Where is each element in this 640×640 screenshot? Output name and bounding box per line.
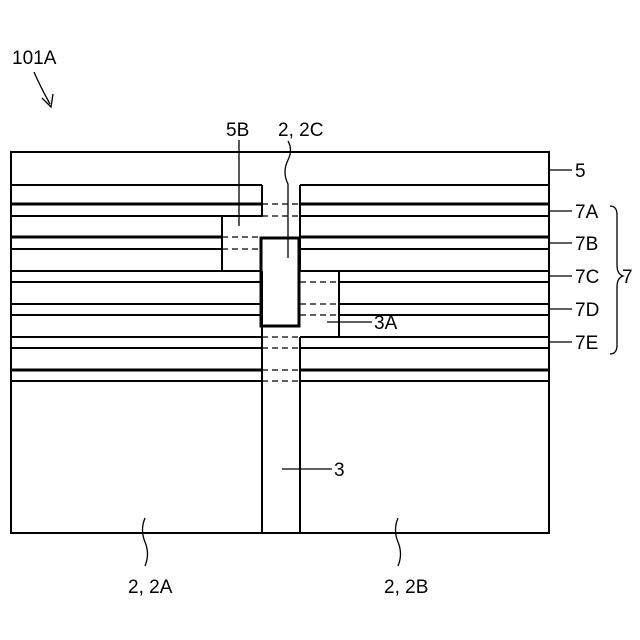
label-7: 7 (622, 267, 633, 288)
label-7d: 7D (575, 300, 599, 321)
label-3: 3 (334, 460, 345, 481)
label-2-2a: 2, 2A (128, 577, 173, 598)
substrate-outline (11, 152, 549, 533)
figure-ref-arrow (34, 72, 50, 104)
label-7c: 7C (575, 267, 599, 288)
label-2-2b: 2, 2B (384, 577, 428, 598)
leader-2-2c (285, 141, 291, 258)
protrusion-5b (222, 185, 262, 271)
label-7a: 7A (575, 202, 599, 223)
label-5: 5 (575, 161, 586, 182)
stripe-lines-left (11, 204, 262, 381)
label-5b: 5B (226, 120, 249, 141)
leader-2-2a (143, 518, 148, 566)
region-2c (261, 238, 299, 326)
label-2-2c: 2, 2C (278, 120, 323, 141)
stripe-lines-right (300, 204, 549, 381)
leader-2-2b (396, 518, 401, 566)
figure-ref-label: 101A (12, 48, 57, 69)
dashed-continuations (222, 204, 339, 381)
label-7b: 7B (575, 234, 598, 255)
label-7e: 7E (575, 333, 598, 354)
label-3a: 3A (374, 313, 398, 334)
